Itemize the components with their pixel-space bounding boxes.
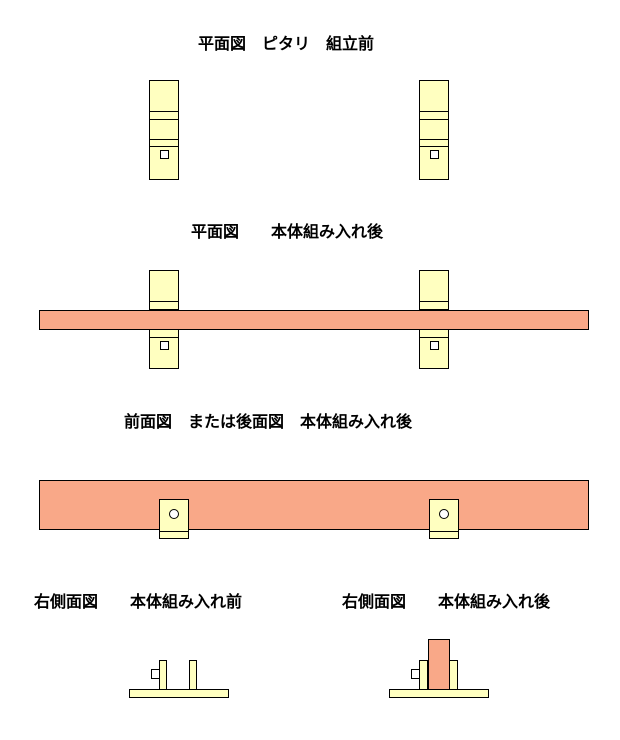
bracket-top bbox=[419, 270, 449, 310]
body-board-side bbox=[428, 639, 450, 690]
title-right-before: 右側面図 本体組み入れ前 bbox=[34, 592, 243, 611]
title-front-after: 前面図 または後面図 本体組み入れ後 bbox=[124, 412, 413, 431]
bracket-plate bbox=[419, 80, 449, 180]
bracket-line bbox=[419, 301, 449, 302]
title-plan-before: 平面図 ピタリ 組立前 bbox=[198, 34, 375, 53]
title-right-after: 右側面図 本体組み入れ後 bbox=[342, 592, 551, 611]
bracket-plate bbox=[429, 499, 459, 539]
square-hole bbox=[160, 341, 169, 350]
bracket-line bbox=[149, 119, 179, 120]
square-nub bbox=[151, 669, 160, 679]
upright-left bbox=[419, 660, 428, 690]
base-plate bbox=[389, 689, 489, 698]
title-plan-after: 平面図 本体組み入れ後 bbox=[191, 222, 384, 241]
bracket-line bbox=[419, 337, 449, 338]
bracket-line bbox=[419, 139, 449, 140]
bracket-plate bbox=[149, 80, 179, 180]
bracket-line bbox=[149, 301, 179, 302]
upright-left bbox=[159, 660, 167, 690]
bracket-line bbox=[419, 111, 449, 112]
round-hole bbox=[439, 509, 449, 519]
bracket-line bbox=[419, 119, 449, 120]
bracket-line bbox=[149, 146, 179, 147]
bracket-line bbox=[149, 139, 179, 140]
bracket-line bbox=[159, 531, 189, 532]
square-hole bbox=[430, 150, 439, 159]
square-hole bbox=[430, 341, 439, 350]
square-nub bbox=[411, 669, 420, 679]
upright-right bbox=[449, 660, 458, 690]
bracket-top bbox=[149, 270, 179, 310]
upright-right bbox=[189, 660, 197, 690]
bracket-line bbox=[429, 531, 459, 532]
base-plate bbox=[129, 689, 229, 698]
bracket-plate bbox=[159, 499, 189, 539]
body-board-front bbox=[39, 480, 589, 530]
body-board-plan bbox=[39, 310, 589, 330]
bracket-line bbox=[149, 337, 179, 338]
bracket-line bbox=[419, 146, 449, 147]
bracket-line bbox=[149, 111, 179, 112]
square-hole bbox=[160, 150, 169, 159]
round-hole bbox=[169, 509, 179, 519]
